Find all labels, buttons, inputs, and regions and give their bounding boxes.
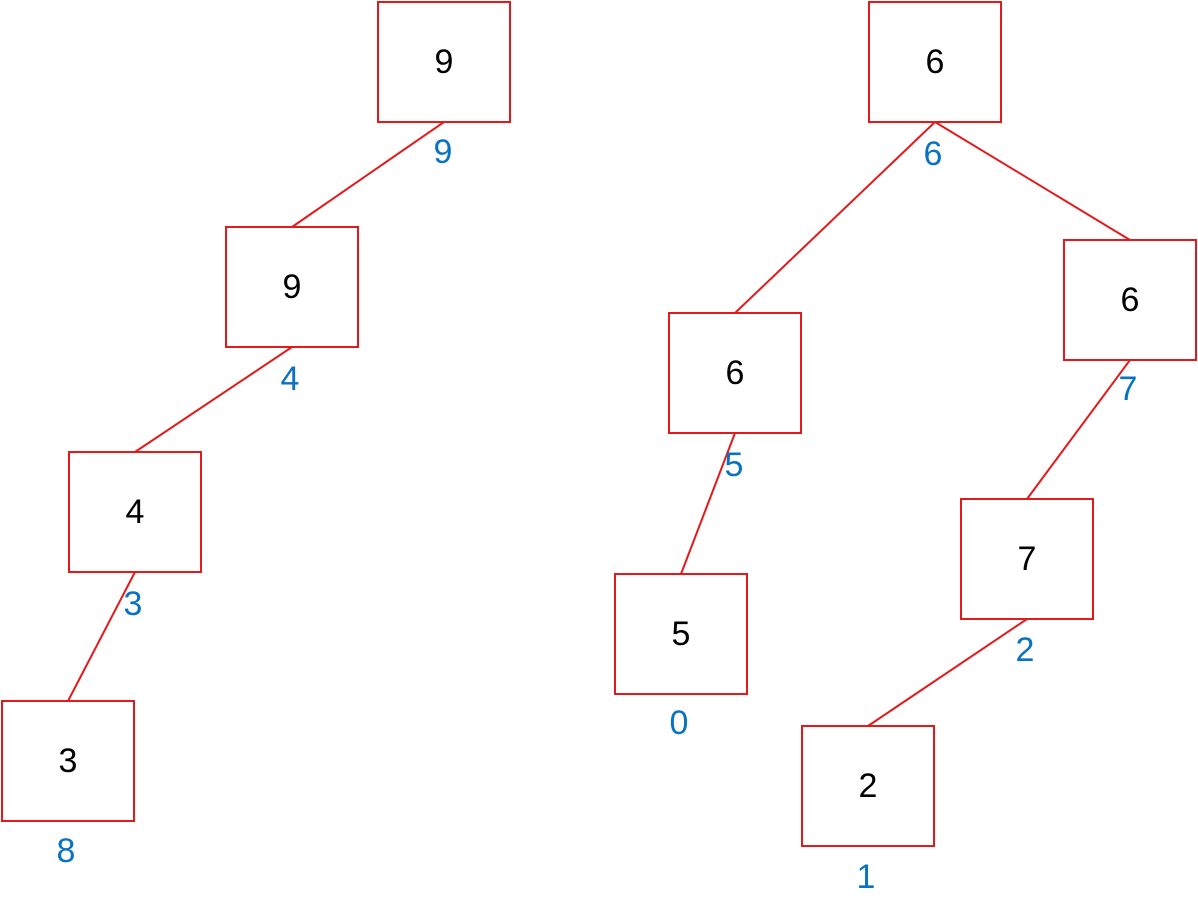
node-R1: 6 xyxy=(868,1,1002,123)
node-L1: 9 xyxy=(377,1,511,123)
edge-R1-R3 xyxy=(934,121,1131,241)
node-R1-secondary: 6 xyxy=(923,135,943,173)
node-L3-secondary: 3 xyxy=(123,585,143,623)
node-R6-secondary: 1 xyxy=(856,858,876,896)
node-L4: 3 xyxy=(1,700,135,822)
node-L1-secondary: 9 xyxy=(433,133,453,171)
node-R5: 7 xyxy=(960,498,1094,620)
node-R4: 5 xyxy=(614,573,748,695)
node-L4-secondary: 8 xyxy=(56,832,76,870)
edge-R3-R5 xyxy=(1026,359,1131,500)
edge-R2-R4 xyxy=(680,432,736,575)
node-R3: 6 xyxy=(1063,239,1197,361)
node-L3: 4 xyxy=(68,451,202,573)
edge-R5-R6 xyxy=(867,618,1028,727)
edge-L2-L3 xyxy=(134,346,293,453)
node-R3-secondary: 7 xyxy=(1118,370,1138,408)
edge-L3-L4 xyxy=(67,571,136,702)
edge-R1-R2 xyxy=(734,121,936,314)
node-R4-secondary: 0 xyxy=(669,704,689,742)
node-R6: 2 xyxy=(801,725,935,847)
node-R2: 6 xyxy=(668,312,802,434)
edge-L1-L2 xyxy=(291,121,445,228)
node-R2-secondary: 5 xyxy=(724,446,744,484)
node-L2: 9 xyxy=(225,226,359,348)
node-R5-secondary: 2 xyxy=(1015,631,1035,669)
node-L2-secondary: 4 xyxy=(280,360,300,398)
